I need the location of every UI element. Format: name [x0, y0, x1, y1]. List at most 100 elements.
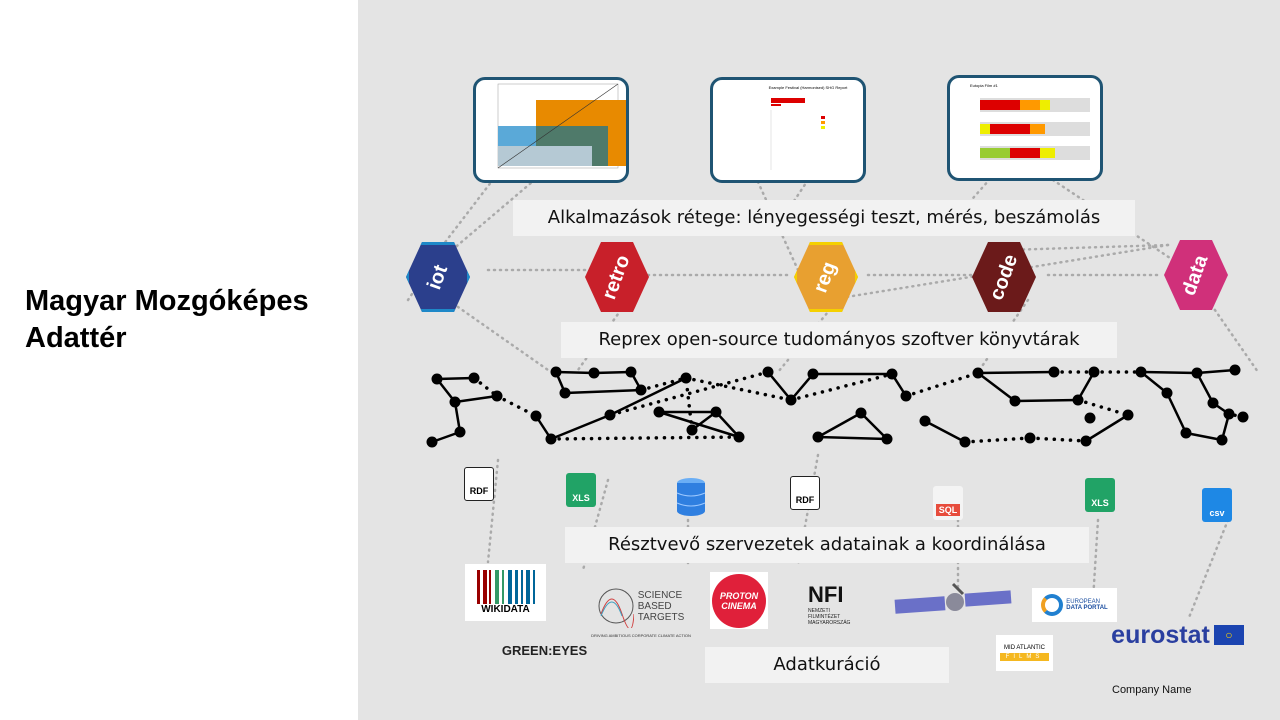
- green-eyes-logo: GREEN:EYES: [501, 642, 588, 658]
- title-panel: Magyar Mozgóképes Adattér: [0, 0, 358, 720]
- network-edge: [1195, 368, 1237, 375]
- network-node: [1080, 435, 1092, 447]
- network-edge: [1165, 391, 1188, 435]
- network-node: [1161, 387, 1173, 399]
- guide-dotted-line: [1186, 518, 1230, 622]
- xls-file-icon: XLS: [1085, 478, 1115, 512]
- network-node: [959, 436, 971, 448]
- network-node: [454, 426, 466, 438]
- eu-flag-icon: ○: [1213, 625, 1244, 645]
- csv-file-icon: csv: [1202, 488, 1232, 522]
- curation-layer-label: Adatkuráció: [705, 647, 949, 683]
- network-dotted-edge: [1076, 398, 1130, 417]
- network-edge: [976, 371, 1017, 403]
- network-node: [550, 366, 562, 378]
- xls-file-icon: XLS: [566, 473, 596, 507]
- network-dotted-edge: [789, 372, 894, 402]
- eurostat-logo: eurostat ○: [1100, 620, 1255, 650]
- network-edge: [1139, 370, 1169, 395]
- guide-dotted-line: [486, 458, 500, 564]
- network-node: [1216, 434, 1228, 446]
- network-node: [900, 390, 912, 402]
- mid-atlantic-films-logo: MID ATLANTIC FILMS: [996, 635, 1053, 671]
- database-icon: [676, 477, 706, 517]
- network-dotted-edge: [1028, 436, 1088, 443]
- network-node: [785, 394, 797, 406]
- network-node: [919, 415, 931, 427]
- network-edge: [1195, 371, 1215, 405]
- wikidata-logo: WIKIDATA: [465, 564, 546, 621]
- network-node: [468, 372, 480, 384]
- network-node: [686, 424, 698, 436]
- chart-thumbnail-3: Eutopia Film #1: [947, 75, 1103, 181]
- network-node: [1135, 366, 1147, 378]
- guide-dotted-line: [796, 453, 820, 567]
- network-edge: [766, 370, 793, 402]
- network-node: [1048, 366, 1060, 378]
- network-dotted-edge: [904, 371, 980, 398]
- network-node: [886, 368, 898, 380]
- network-dotted-edge: [608, 370, 770, 417]
- chart-thumbnail-2: Example Festival (Harmonised) SHG Report: [710, 77, 866, 183]
- network-edge: [453, 394, 499, 404]
- sql-file-icon: SQL: [933, 486, 963, 520]
- coordination-layer-label: Résztvevő szervezetek adatainak a koordi…: [565, 527, 1089, 563]
- network-edge: [976, 370, 1056, 375]
- network-dotted-edge: [495, 394, 538, 418]
- chart-thumbnail-1: [473, 77, 629, 183]
- applications-layer-label: Alkalmazások rétege: lényegességi teszt,…: [513, 200, 1135, 236]
- network-node: [491, 390, 503, 402]
- network-node: [625, 366, 637, 378]
- network-node: [426, 436, 438, 448]
- retro-package-icon[interactable]: retro: [585, 242, 649, 312]
- network-node: [588, 367, 600, 379]
- network-edge: [608, 376, 688, 417]
- network-node: [1122, 409, 1134, 421]
- network-dotted-edge: [1227, 412, 1245, 419]
- guide-dotted-line: [446, 298, 550, 372]
- network-node: [972, 367, 984, 379]
- network-edge: [435, 376, 476, 381]
- network-edge: [657, 410, 741, 439]
- reprex-layer-label: Reprex open-source tudományos szoftver k…: [561, 322, 1117, 358]
- network-node: [762, 366, 774, 378]
- network-edge: [1084, 413, 1130, 443]
- network-node: [1229, 364, 1241, 376]
- network-edge: [816, 411, 863, 439]
- guide-dotted-line: [1091, 518, 1100, 602]
- network-node: [545, 433, 557, 445]
- slide-title: Magyar Mozgóképes Adattér: [25, 285, 309, 354]
- network-node: [855, 407, 867, 419]
- network-node: [559, 387, 571, 399]
- network-node: [881, 433, 893, 445]
- network-node: [807, 368, 819, 380]
- network-node: [635, 384, 647, 396]
- network-node: [1207, 397, 1219, 409]
- network-edge: [592, 370, 633, 375]
- network-node: [1024, 432, 1036, 444]
- network-edge: [554, 370, 596, 375]
- network-dotted-edge: [549, 435, 741, 441]
- rdf-file-icon: RDF: [464, 467, 494, 501]
- guide-dotted-line: [1006, 243, 1170, 252]
- network-edge: [1184, 431, 1224, 442]
- network-node: [680, 372, 692, 384]
- network-edge: [859, 411, 889, 441]
- network-node: [1088, 366, 1100, 378]
- network-node: [710, 406, 722, 418]
- network-node: [733, 431, 745, 443]
- satellite-image: [893, 582, 1013, 622]
- network-node: [653, 406, 665, 418]
- network-node: [1009, 395, 1021, 407]
- network-node: [530, 410, 542, 422]
- network-edge: [789, 372, 815, 402]
- network-dotted-edge: [639, 376, 688, 392]
- network-node: [1084, 412, 1096, 424]
- reg-package-icon[interactable]: reg: [794, 242, 858, 312]
- network-dotted-edge: [684, 376, 694, 432]
- network-node: [812, 431, 824, 443]
- network-node: [1072, 394, 1084, 406]
